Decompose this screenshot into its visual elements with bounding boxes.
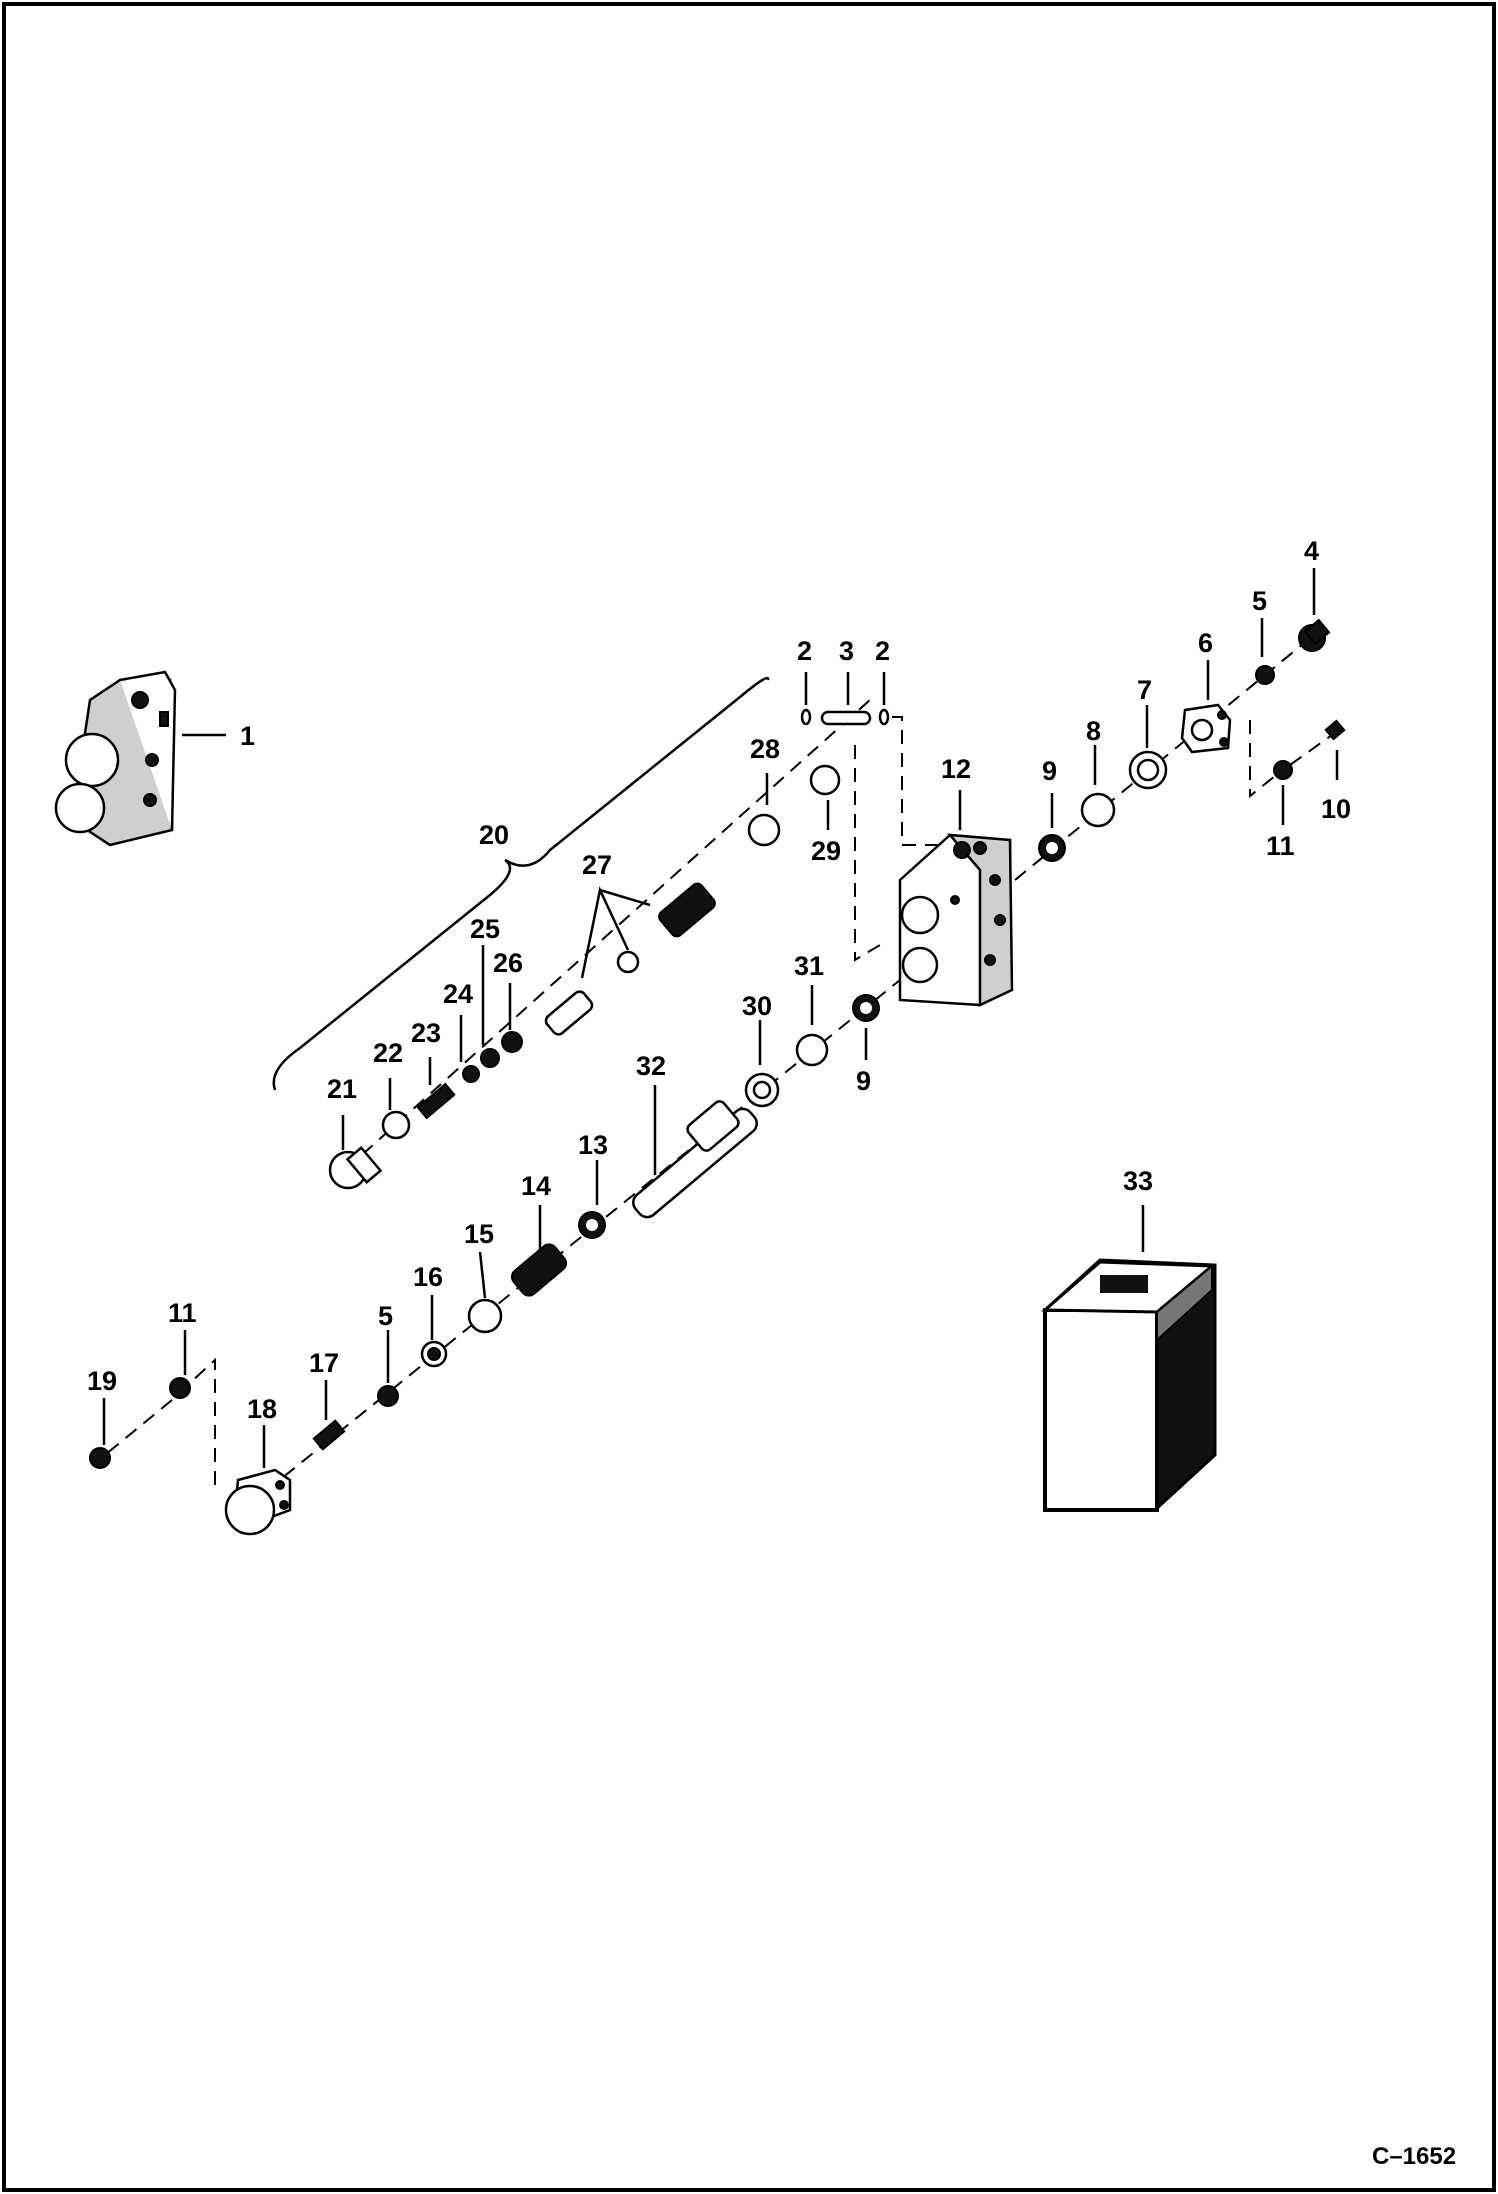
callout-21: 21 xyxy=(327,1074,357,1104)
callout-9a: 9 xyxy=(1042,756,1057,786)
callout-25: 25 xyxy=(470,914,500,944)
part-19-bolt xyxy=(89,1447,111,1469)
callout-28: 28 xyxy=(750,734,780,764)
part-11-lower xyxy=(169,1377,191,1399)
callout-30: 30 xyxy=(742,991,772,1021)
part-27-poppet xyxy=(544,882,716,1036)
part-2-3-2-dowel xyxy=(800,708,890,726)
callout-23: 23 xyxy=(411,1018,441,1048)
part-21-plug xyxy=(328,1145,383,1190)
callout-3: 3 xyxy=(839,636,854,666)
part-22-oring xyxy=(381,1110,411,1140)
callout-26: 26 xyxy=(493,948,523,978)
callout-8: 8 xyxy=(1086,716,1101,746)
callout-15: 15 xyxy=(464,1219,494,1249)
callout-11b: 11 xyxy=(168,1298,197,1328)
part-17 xyxy=(312,1419,346,1451)
bracket-20 xyxy=(272,676,770,1091)
callout-12: 12 xyxy=(941,754,971,784)
callout-1: 1 xyxy=(240,721,255,751)
callout-13: 13 xyxy=(578,1130,608,1160)
part-26 xyxy=(501,1031,523,1053)
callout-14: 14 xyxy=(521,1171,551,1201)
part-15 xyxy=(467,1298,503,1334)
callout-20: 20 xyxy=(479,820,509,850)
part-14-spring xyxy=(510,1243,568,1297)
part-33-seal-kit xyxy=(1041,1258,1217,1513)
callout-7: 7 xyxy=(1137,675,1152,705)
callout-5b: 5 xyxy=(378,1301,393,1331)
part-24 xyxy=(462,1065,480,1083)
callout-16: 16 xyxy=(413,1262,443,1292)
callout-11a: 11 xyxy=(1266,831,1295,861)
callout-22: 22 xyxy=(373,1038,403,1068)
part-10-bolt xyxy=(1324,719,1346,741)
part-6-end-cap xyxy=(1180,703,1232,754)
callout-4: 4 xyxy=(1304,536,1319,566)
callout-6: 6 xyxy=(1198,628,1213,658)
callout-32: 32 xyxy=(636,1051,666,1081)
callout-17: 17 xyxy=(309,1348,339,1378)
callout-2a: 2 xyxy=(797,636,812,666)
part-25 xyxy=(480,1048,500,1068)
upper-spool-axis xyxy=(344,699,871,1171)
part-18-end-cap xyxy=(224,1468,292,1536)
figure-reference: C–1652 xyxy=(1372,2143,1456,2170)
callout-19: 19 xyxy=(87,1366,117,1396)
callout-27: 27 xyxy=(582,850,612,880)
part-29 xyxy=(809,764,841,796)
part-5-lower xyxy=(377,1385,399,1407)
part-31 xyxy=(795,1033,829,1067)
part-23-spring xyxy=(416,1082,456,1120)
callout-29: 29 xyxy=(811,836,841,866)
part-11-upper xyxy=(1273,760,1293,780)
callout-9b: 9 xyxy=(856,1066,871,1096)
callout-2b: 2 xyxy=(875,636,890,666)
part-5-upper xyxy=(1255,665,1275,685)
callout-24: 24 xyxy=(443,979,473,1009)
part-32-spool xyxy=(632,1100,758,1219)
callout-5a: 5 xyxy=(1252,586,1267,616)
callout-31: 31 xyxy=(794,951,824,981)
part-4-plug xyxy=(1298,618,1331,652)
callout-33: 33 xyxy=(1123,1166,1153,1196)
part-12-valve-section xyxy=(898,833,1014,1007)
callout-18: 18 xyxy=(247,1394,277,1424)
part-1-valve-assembly xyxy=(54,670,177,847)
part-8 xyxy=(1080,792,1116,828)
callout-10: 10 xyxy=(1321,794,1351,824)
part-28 xyxy=(747,813,781,847)
